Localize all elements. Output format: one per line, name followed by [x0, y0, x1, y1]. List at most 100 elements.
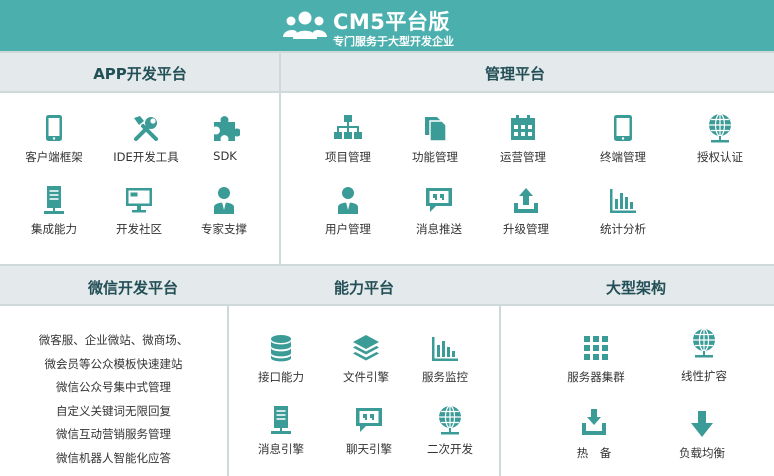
item-label: 文件引擎	[343, 370, 389, 384]
list-item: 微会员等公众模板快速建站	[44, 356, 183, 371]
hierarchy-icon	[334, 115, 362, 139]
item-label: 升级管理	[503, 222, 549, 236]
item-sdk: SDK	[175, 113, 275, 163]
user-icon	[338, 187, 358, 214]
item-label: 功能管理	[412, 150, 458, 164]
item-label: 终端管理	[600, 150, 646, 164]
item-upgrade-management: 升级管理	[476, 185, 576, 237]
page-title: CM5平台版	[333, 10, 450, 34]
management-section-panel: 项目管理 功能管理 运营管理 终端管理 授权认证 用户管理 消息推送 升级管	[281, 93, 774, 264]
item-integration: 集成能力	[4, 185, 104, 237]
item-message-engine: 消息引擎	[231, 405, 331, 457]
item-label: IDE开发工具	[113, 150, 179, 164]
database-icon	[271, 335, 291, 362]
app-section-header: APP开发平台	[0, 53, 279, 91]
item-statistics: 统计分析	[573, 185, 673, 237]
item-file-engine: 文件引擎	[316, 333, 416, 385]
globe-icon	[693, 328, 715, 358]
item-user-management: 用户管理	[298, 185, 398, 237]
list-item: 微信公众号集中式管理	[56, 380, 171, 394]
list-item: 微信互动营销服务管理	[56, 427, 171, 441]
item-chat-engine: 聊天引擎	[319, 405, 419, 457]
header-banner: CM5平台版 专门服务于大型开发企业	[0, 0, 774, 51]
item-label: 用户管理	[325, 222, 371, 236]
item-label: 客户端框架	[25, 150, 83, 164]
item-auth-certification: 授权认证	[670, 113, 770, 165]
app-section-panel: 客户端框架 IDE开发工具 SDK 集成能力 开发社区 专家支撑	[0, 93, 279, 264]
wechat-section-title: 微信开发平台	[87, 279, 179, 297]
arrow-down-icon	[691, 411, 713, 437]
item-label: 服务监控	[422, 370, 468, 384]
architecture-section-title: 大型架构	[605, 279, 667, 297]
capability-section-title: 能力平台	[333, 279, 395, 297]
expert-icon	[214, 187, 234, 214]
item-label: 线性扩容	[681, 369, 727, 383]
item-label: 统计分析	[600, 222, 646, 236]
documents-icon	[425, 117, 447, 142]
quote-icon	[356, 408, 382, 432]
item-label: SDK	[213, 149, 237, 163]
users-logo-icon	[283, 11, 327, 39]
item-server-cluster: 服务器集群	[546, 333, 646, 385]
upload-icon	[514, 188, 538, 213]
management-section-title: 管理平台	[484, 65, 546, 83]
list-item: 微客服、企业微站、微商场、	[38, 333, 189, 347]
grid-icon	[584, 336, 608, 360]
item-label: 接口能力	[258, 370, 304, 384]
server-icon	[44, 186, 64, 214]
item-dev-community: 开发社区	[89, 185, 189, 237]
item-client-framework: 客户端框架	[4, 113, 104, 165]
item-label: 服务器集群	[567, 370, 625, 384]
item-hot-standby: 热 备	[544, 407, 644, 461]
item-project-management: 项目管理	[298, 113, 398, 165]
item-feature-management: 功能管理	[385, 113, 485, 165]
architecture-section-panel: 服务器集群 线性扩容 热 备 负载均衡	[501, 306, 774, 476]
item-label: 消息推送	[416, 222, 462, 236]
calendar-icon	[511, 115, 535, 140]
item-label: 热 备	[576, 446, 612, 460]
item-interface-capability: 接口能力	[231, 333, 331, 385]
server-icon	[271, 406, 291, 434]
capability-section-panel: 接口能力 文件引擎 服务监控 消息引擎 聊天引擎 二次开发	[229, 306, 499, 476]
item-message-push: 消息推送	[389, 185, 489, 237]
layers-icon	[353, 335, 379, 361]
bar-chart-icon	[610, 189, 636, 213]
item-secondary-development: 二次开发	[400, 405, 500, 457]
item-operations-management: 运营管理	[473, 113, 573, 165]
quote-icon	[426, 188, 452, 212]
item-label: 授权认证	[697, 150, 743, 164]
item-label: 消息引擎	[258, 442, 304, 456]
item-label: 二次开发	[427, 442, 473, 456]
item-terminal-management: 终端管理	[573, 113, 673, 165]
wechat-section-panel: 微客服、企业微站、微商场、 微会员等公众模板快速建站 微信公众号集中式管理 自定…	[0, 306, 227, 476]
management-section-header: 管理平台	[281, 53, 774, 91]
item-label: 专家支撑	[201, 222, 247, 236]
tools-icon	[134, 116, 158, 141]
globe-icon	[709, 113, 731, 143]
item-label: 聊天引擎	[346, 442, 392, 456]
item-label: 负载均衡	[679, 446, 725, 460]
item-label: 运营管理	[500, 150, 546, 164]
item-linear-scaling: 线性扩容	[654, 328, 754, 384]
app-section-title: APP开发平台	[93, 65, 187, 83]
tablet-icon	[46, 115, 62, 141]
puzzle-icon	[214, 116, 240, 141]
item-service-monitor: 服务监控	[395, 333, 495, 385]
bar-chart-icon	[432, 337, 458, 361]
wechat-feature-list: 微客服、企业微站、微商场、 微会员等公众模板快速建站 微信公众号集中式管理 自定…	[0, 329, 227, 470]
item-load-balancing: 负载均衡	[652, 409, 752, 461]
download-icon	[582, 409, 606, 435]
item-ide-tools: IDE开发工具	[96, 113, 196, 165]
item-label: 开发社区	[116, 222, 162, 236]
monitor-icon	[126, 188, 152, 213]
page-subtitle: 专门服务于大型开发企业	[333, 35, 454, 48]
item-label: 集成能力	[31, 222, 77, 236]
list-item: 微信机器人智能化应答	[56, 450, 171, 465]
wechat-section-header: 微信开发平台 能力平台 大型架构	[0, 266, 774, 304]
globe-icon	[439, 405, 461, 435]
list-item: 自定义关键词无限回复	[56, 403, 171, 418]
item-label: 项目管理	[325, 150, 371, 164]
item-expert-support: 专家支撑	[174, 185, 274, 237]
tablet-icon	[614, 115, 632, 141]
